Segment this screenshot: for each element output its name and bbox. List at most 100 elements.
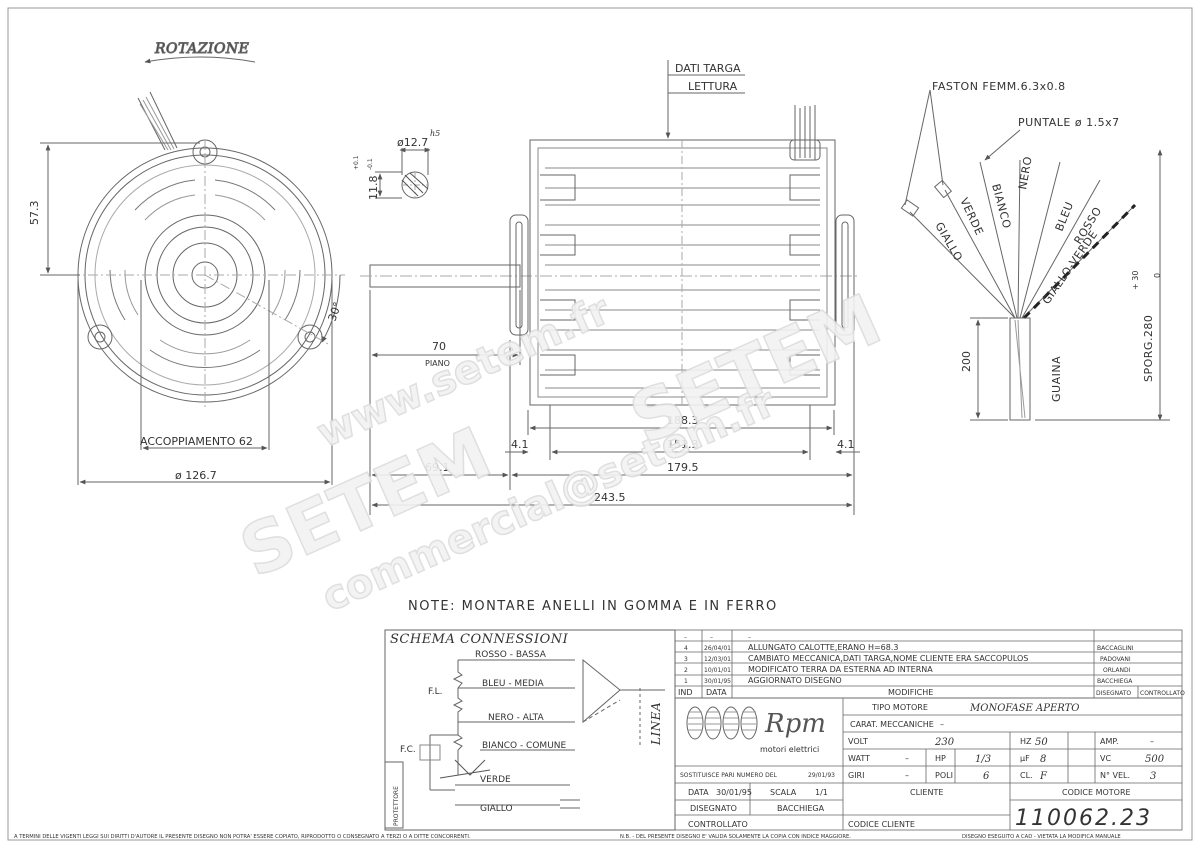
dim-piano-label: PIANO (425, 359, 450, 368)
schema-bianco: BIANCO - COMUNE (482, 741, 567, 751)
svg-text:3: 3 (684, 656, 688, 663)
svg-text:POLI: POLI (935, 771, 953, 780)
svg-text:VOLT: VOLT (848, 737, 868, 746)
svg-text:–: – (940, 720, 944, 729)
end-ring-right (835, 214, 855, 336)
dim-69: 69.1 (425, 461, 450, 474)
sheath (1009, 317, 1031, 421)
shaft-flat: 11.8 (367, 176, 380, 201)
svg-text:BACCAGLINI: BACCAGLINI (1097, 645, 1134, 652)
svg-text:VC: VC (1100, 754, 1111, 763)
svg-text:CODICE MOTORE: CODICE MOTORE (1062, 788, 1131, 797)
dim-243: 243.5 (594, 491, 626, 504)
svg-text:N° VEL.: N° VEL. (1100, 771, 1130, 780)
svg-text:ALLUNGATO CALOTTE,ERANO H=68.3: ALLUNGATO CALOTTE,ERANO H=68.3 (748, 643, 898, 652)
svg-text:SCALA: SCALA (770, 788, 797, 797)
wiring-detail (900, 89, 1170, 421)
svg-text:29/01/93: 29/01/93 (808, 772, 835, 779)
dim-angle: 30° (326, 300, 345, 323)
schema-fl: F.L. (428, 687, 442, 697)
note: NOTE: MONTARE ANELLI IN GOMMA E IN FERRO (408, 599, 778, 614)
tip-label: PUNTALE ø 1.5x7 (1018, 116, 1120, 129)
svg-text:HP: HP (935, 754, 946, 763)
wire-giallo-verde: GIALLO-VERDE (1040, 228, 1101, 307)
mount-lug-left (87, 324, 113, 350)
svg-text:1/3: 1/3 (975, 754, 991, 765)
svg-text:4: 4 (684, 645, 688, 652)
shaft-tol-plus: +0.1 (353, 155, 360, 170)
svg-text:500: 500 (1145, 754, 1165, 765)
svg-text:CAMBIATO MECCANICA,DATI TARGA,: CAMBIATO MECCANICA,DATI TARGA,NOME CLIEN… (748, 654, 1028, 663)
shaft-section (375, 147, 431, 199)
schema-linea: LINEA (649, 702, 663, 746)
schema-verde: VERDE (480, 775, 511, 785)
svg-text:–: – (1150, 737, 1154, 746)
svg-text:PADOVANI: PADOVANI (1100, 656, 1131, 663)
svg-text:–: – (905, 771, 909, 780)
svg-text:DISEGNATO: DISEGNATO (690, 804, 737, 813)
rotation-arrow (144, 56, 256, 64)
schema-title: SCHEMA CONNESSIONI (390, 632, 569, 647)
svg-text:1: 1 (684, 678, 688, 685)
svg-text:HZ: HZ (1020, 737, 1032, 746)
svg-text:DATA: DATA (706, 688, 727, 697)
title-block (674, 697, 1183, 831)
connection-schema (384, 629, 676, 831)
dim-4-right: 4.1 (837, 438, 855, 451)
svg-text:BACCHIEGA: BACCHIEGA (777, 804, 825, 813)
footer-left: A TERMINI DELLE VIGENTI LEGGI SUI DIRITT… (14, 834, 471, 840)
wiring-length: 200 (960, 351, 973, 372)
svg-text:F: F (1039, 771, 1048, 782)
wire-verde: VERDE (957, 196, 986, 238)
wire-bianco: BIANCO (989, 182, 1013, 230)
side-cable (794, 105, 816, 160)
svg-text:CONTROLLATO: CONTROLLATO (1140, 690, 1185, 697)
schema-bleu: BLEU - MEDIA (482, 679, 544, 689)
svg-text:IND: IND (678, 688, 693, 697)
dim-coupling: ACCOPPIAMENTO 62 (140, 435, 253, 448)
svg-text:AMP.: AMP. (1100, 737, 1119, 746)
svg-text:SOSTITUISCE PARI NUMERO DEL: SOSTITUISCE PARI NUMERO DEL (680, 772, 778, 779)
wiring-sheath: GUAINA (1050, 356, 1063, 402)
svg-text:ORLANDI: ORLANDI (1103, 667, 1131, 674)
svg-text:6: 6 (983, 771, 990, 782)
svg-text:CARAT. MECCANICHE: CARAT. MECCANICHE (850, 720, 934, 729)
dim-piano-value: 70 (432, 340, 446, 353)
revisions-rows: – – – 4 26/04/01 ALLUNGATO CALOTTE,ERANO… (678, 634, 1185, 697)
wiring-tol-plus: + 30 (1131, 271, 1140, 290)
svg-text:26/04/01: 26/04/01 (704, 645, 731, 652)
dim-151: 151.3 (667, 438, 699, 451)
footer-right: DISEGNO ESEGUITO A CAD - VIETATA LA MODI… (962, 834, 1121, 840)
svg-text:MONOFASE APERTO: MONOFASE APERTO (969, 703, 1079, 714)
faston-label: FASTON FEMM.6.3x0.8 (932, 80, 1066, 93)
cable (137, 91, 178, 151)
svg-text:DISEGNATO: DISEGNATO (1096, 690, 1131, 697)
svg-text:MODIFICHE: MODIFICHE (888, 688, 933, 697)
svg-text:10/01/01: 10/01/01 (704, 667, 731, 674)
schema-fc: F.C. (400, 745, 416, 755)
svg-text:CL.: CL. (1020, 771, 1033, 780)
wire-giallo: GIALLO (932, 220, 965, 264)
dim-179: 179.5 (667, 461, 699, 474)
svg-text:8: 8 (1040, 754, 1046, 765)
schema-giallo: GIALLO (480, 804, 513, 814)
svg-text:CODICE CLIENTE: CODICE CLIENTE (848, 820, 915, 829)
end-ring-left (509, 214, 529, 336)
svg-text:–: – (905, 754, 909, 763)
title-block-fields: TIPO MOTORE MONOFASE APERTO CARAT. MECCA… (680, 703, 1165, 829)
motor-code: 110062.23 (1015, 806, 1152, 831)
svg-text:MODIFICATO TERRA DA ESTERNA AD: MODIFICATO TERRA DA ESTERNA AD INTERNA (748, 665, 933, 674)
shaft-tol-h5: h5 (430, 129, 440, 138)
svg-text:30/01/95: 30/01/95 (704, 678, 731, 685)
dim-4-left: 4.1 (511, 438, 529, 451)
svg-text:–: – (684, 634, 687, 641)
plate-label: DATI TARGA (675, 62, 741, 75)
svg-text:50: 50 (1035, 737, 1048, 748)
svg-text:TIPO MOTORE: TIPO MOTORE (871, 703, 928, 712)
dim-diameter: ø 126.7 (175, 469, 217, 482)
wire-nero: NERO (1016, 155, 1035, 190)
svg-text:230: 230 (934, 737, 955, 748)
wiring-tol-zero: 0 (1153, 273, 1162, 278)
